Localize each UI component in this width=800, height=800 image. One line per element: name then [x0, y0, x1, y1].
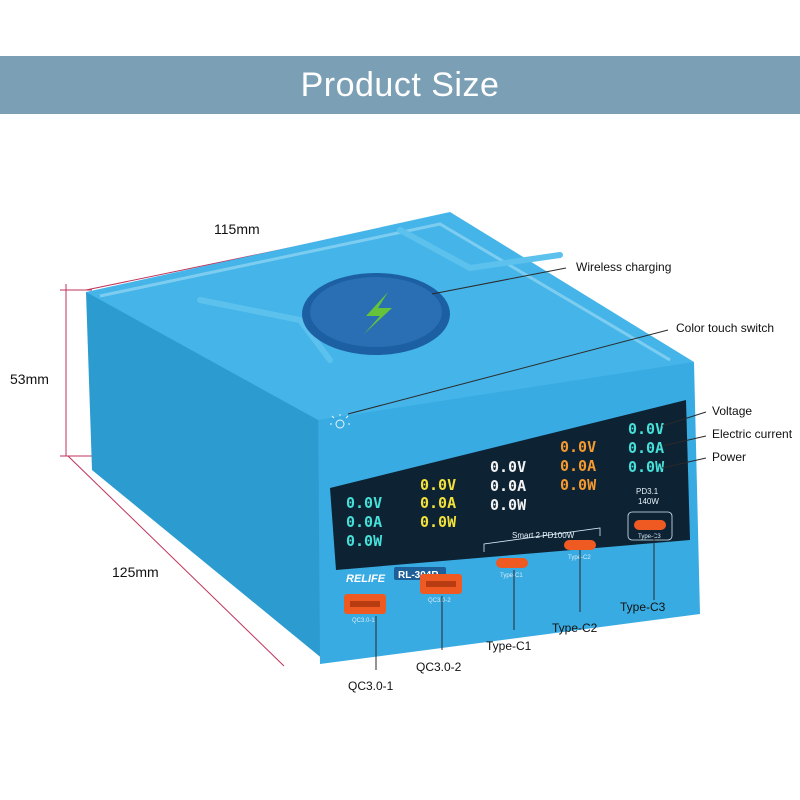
reading-d1-power: 0.0W [346, 532, 383, 550]
callout-lines [347, 267, 707, 670]
charger-device: 0.0V 0.0A 0.0W 0.0V 0.0A 0.0W 0.0V 0.0A … [86, 212, 700, 664]
port-typec1-label: Type-C1 [500, 573, 523, 579]
callout-qc3-1: QC3.0-1 [348, 679, 394, 693]
reading-d3-power: 0.0W [490, 496, 527, 514]
callout-type-c1: Type-C1 [486, 639, 532, 653]
reading-d3-current: 0.0A [490, 477, 526, 495]
callout-color-touch-switch: Color touch switch [676, 321, 774, 335]
dimension-width: 115mm [214, 221, 260, 237]
header-banner: Product Size [0, 56, 800, 114]
reading-d4-power: 0.0W [560, 476, 597, 494]
dimension-depth: 125mm [112, 564, 159, 580]
reading-d2-voltage: 0.0V [420, 476, 456, 494]
reading-d4-current: 0.0A [560, 457, 596, 475]
page-title: Product Size [300, 65, 500, 104]
reading-d2-power: 0.0W [420, 513, 457, 531]
pd-power-label: 140W [638, 497, 659, 506]
port-qc1-slot [350, 601, 380, 607]
pd-label: PD3.1 [636, 487, 659, 496]
model-label: RL-304R [398, 570, 439, 581]
reading-d4-voltage: 0.0V [560, 438, 596, 456]
callout-type-c2: Type-C2 [552, 621, 598, 635]
port-typec1[interactable] [496, 558, 528, 568]
top-groove-left [197, 297, 333, 363]
port-qc2-slot [426, 581, 456, 587]
display-panel [330, 400, 690, 570]
reading-d5-power: 0.0W [628, 458, 665, 476]
brand-logo: RELIFE [346, 573, 386, 585]
smart-group-frame [483, 527, 601, 552]
reading-d2-current: 0.0A [420, 494, 456, 512]
typec3-frame [627, 511, 673, 541]
lightning-bolt-icon [364, 292, 392, 334]
callout-type-c3: Type-C3 [620, 600, 666, 614]
top-rim-highlight [99, 222, 671, 362]
top-groove-right [397, 227, 563, 272]
smart-label: Smart 2 PD100W [512, 531, 575, 540]
touch-switch-sun-icon[interactable] [330, 414, 350, 429]
display-readings: 0.0V 0.0A 0.0W 0.0V 0.0A 0.0W 0.0V 0.0A … [346, 420, 665, 550]
callout-qc3-2: QC3.0-2 [416, 660, 462, 674]
port-qc2-label: QC3.0-2 [428, 598, 451, 604]
dimension-height: 53mm [10, 371, 49, 387]
callout-power: Power [712, 450, 746, 464]
reading-d1-current: 0.0A [346, 513, 382, 531]
reading-d5-voltage: 0.0V [628, 420, 664, 438]
reading-d3-voltage: 0.0V [490, 458, 526, 476]
callout-voltage: Voltage [712, 404, 752, 418]
callout-electric-current: Electric current [712, 427, 793, 441]
port-qc1-label: QC3.0-1 [352, 618, 375, 624]
port-typec3[interactable] [634, 520, 666, 530]
reading-d1-voltage: 0.0V [346, 494, 382, 512]
callout-wireless-charging: Wireless charging [576, 260, 671, 274]
port-typec2[interactable] [564, 540, 596, 550]
reading-d5-current: 0.0A [628, 439, 664, 457]
port-typec3-label: Type-C3 [638, 534, 661, 540]
